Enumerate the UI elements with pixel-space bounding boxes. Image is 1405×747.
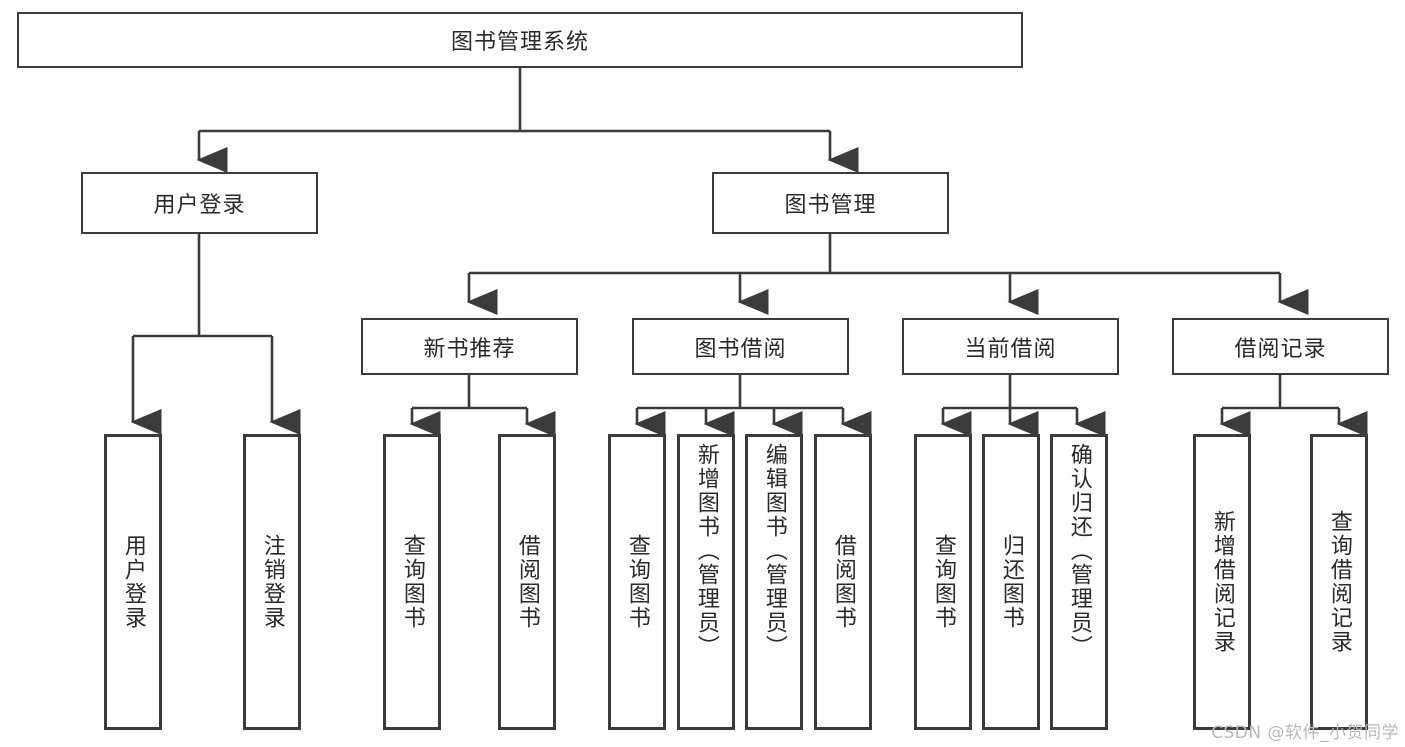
node-label: 图书借阅 [694,336,787,362]
node-new-book-recommend[interactable]: 新书推荐 [361,318,578,375]
node-label: 注销登录 [259,534,285,630]
node-label: 新增图书（管理员） [693,443,719,659]
leaf-add-book-admin[interactable]: 新增图书（管理员） [677,434,735,730]
node-label: 图书管理系统 [450,30,589,55]
node-book-management[interactable]: 图书管理 [712,172,949,234]
leaf-borrow-book-2[interactable]: 借阅图书 [814,434,872,730]
leaf-edit-book-admin[interactable]: 编辑图书（管理员） [745,434,803,730]
node-label: 用户登录 [120,534,146,630]
node-root-book-management-system[interactable]: 图书管理系统 [17,12,1023,68]
node-label: 用户登录 [153,193,246,218]
node-current-borrow[interactable]: 当前借阅 [902,318,1119,375]
node-label: 借阅记录 [1234,336,1327,362]
leaf-query-book-2[interactable]: 查询图书 [608,434,666,730]
node-label: 编辑图书（管理员） [761,443,787,659]
node-label: 确认归还（管理员） [1066,443,1092,659]
leaf-confirm-return-admin[interactable]: 确认归还（管理员） [1050,434,1108,730]
csdn-watermark: CSDN @软件_小贺同学 [1211,723,1399,743]
node-label: 查询借阅记录 [1326,510,1352,654]
node-label: 新增借阅记录 [1209,510,1235,654]
node-borrow-record[interactable]: 借阅记录 [1172,318,1389,375]
leaf-query-book-3[interactable]: 查询图书 [914,434,972,730]
node-label: 当前借阅 [964,336,1057,362]
node-label: 查询图书 [624,534,650,630]
node-book-borrow[interactable]: 图书借阅 [632,318,849,375]
leaf-query-book-1[interactable]: 查询图书 [383,434,441,730]
leaf-borrow-book-1[interactable]: 借阅图书 [498,434,556,730]
node-user-login[interactable]: 用户登录 [81,172,318,234]
node-label: 归还图书 [998,534,1024,630]
leaf-return-book[interactable]: 归还图书 [982,434,1040,730]
node-label: 图书管理 [784,193,877,218]
node-label: 新书推荐 [423,336,516,362]
leaf-logout-login[interactable]: 注销登录 [243,434,301,730]
node-label: 借阅图书 [514,534,540,630]
leaf-query-borrow-record[interactable]: 查询借阅记录 [1310,434,1368,730]
node-label: 借阅图书 [830,534,856,630]
leaf-add-borrow-record[interactable]: 新增借阅记录 [1193,434,1251,730]
node-label: 查询图书 [399,534,425,630]
leaf-user-login[interactable]: 用户登录 [104,434,162,730]
node-label: 查询图书 [930,534,956,630]
